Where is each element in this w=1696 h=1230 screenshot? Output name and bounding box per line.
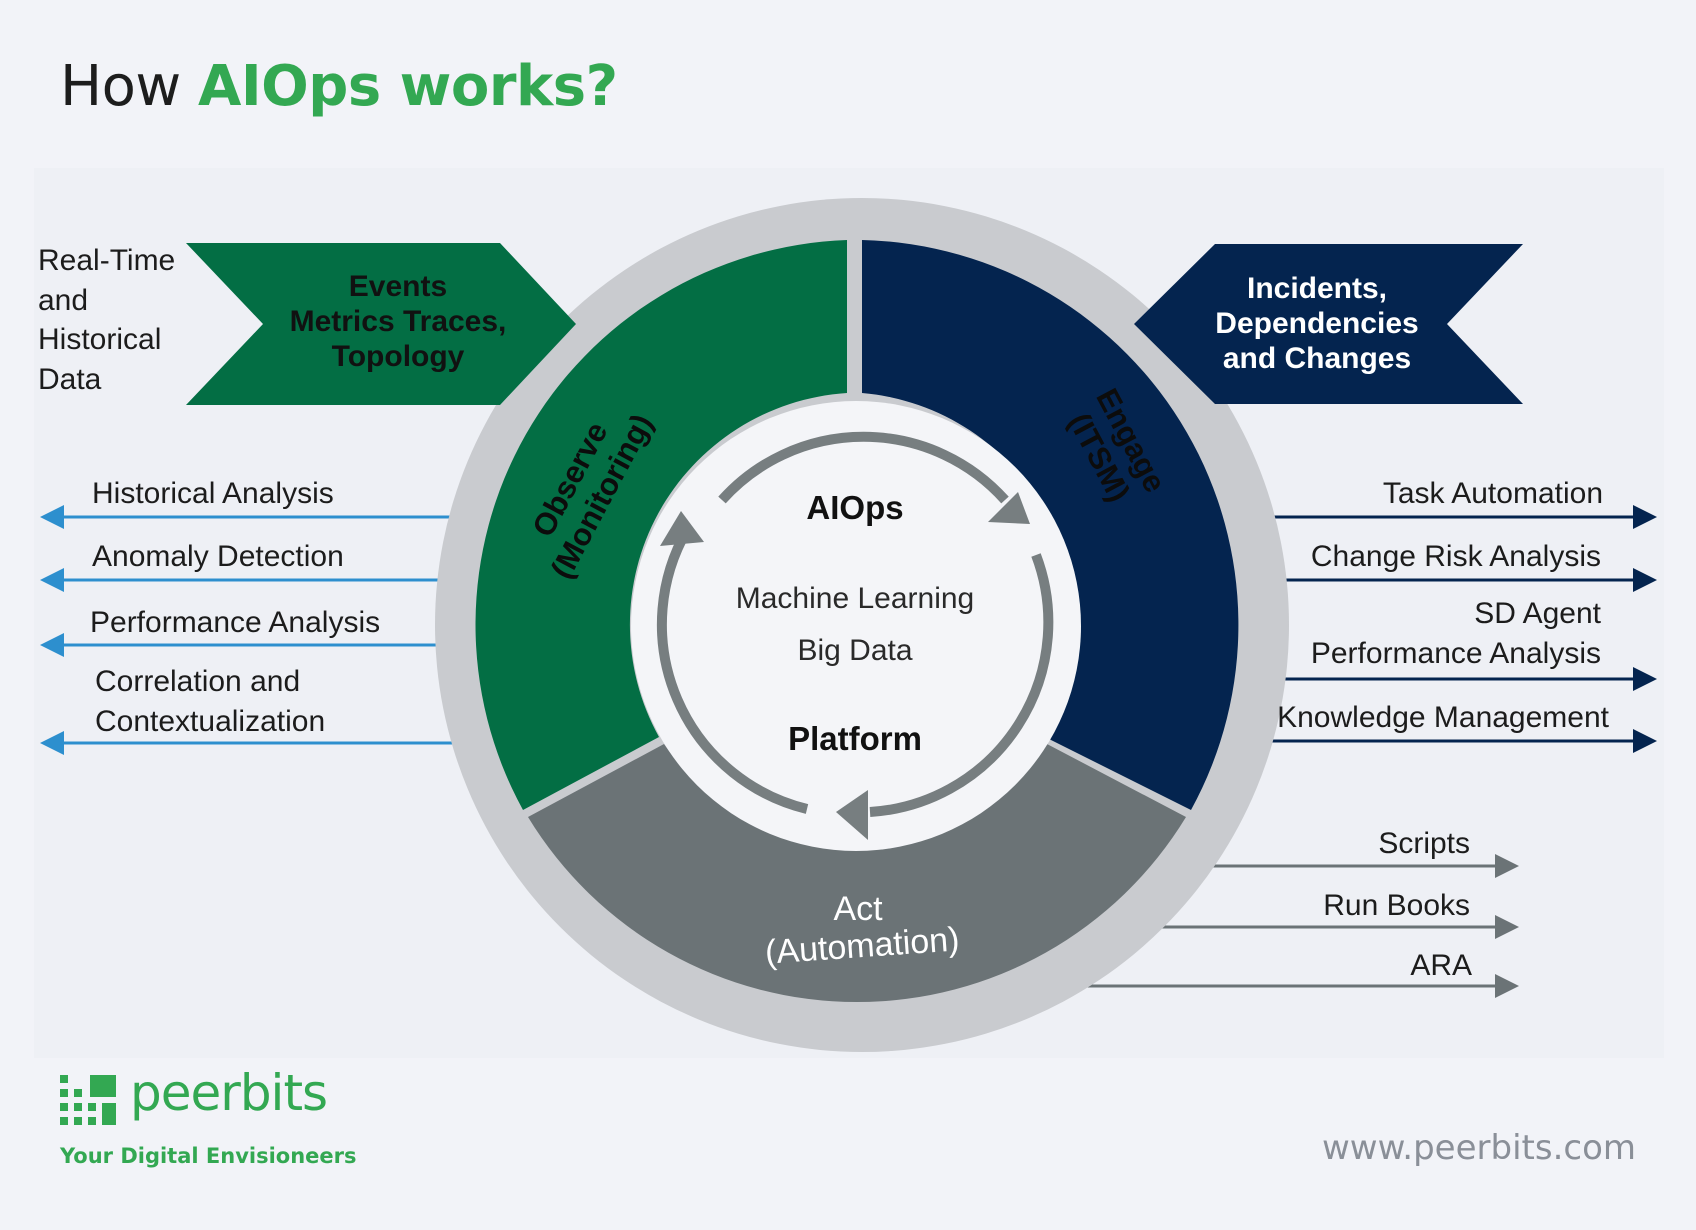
arrowhead-top [988, 492, 1030, 524]
topology-label: Topology [332, 340, 465, 373]
arrowhead-right [836, 790, 868, 840]
output-scripts: Scripts [1378, 827, 1470, 860]
output-sd-agent-line2: Performance Analysis [1311, 637, 1601, 670]
banner-events [186, 243, 576, 405]
output-anomaly-detection: Anomaly Detection [92, 540, 344, 573]
center-disc [631, 401, 1081, 851]
segment-act [528, 744, 1186, 1003]
input-line-1: Real-Time [38, 244, 175, 277]
output-performance-analysis: Performance Analysis [90, 606, 380, 639]
website-url: www.peerbits.com [1321, 1128, 1636, 1168]
output-knowledge-management: Knowledge Management [1277, 701, 1610, 734]
brand-tagline: Your Digital Envisioneers [60, 1144, 357, 1168]
input-line-3: Historical [38, 323, 161, 356]
banner-incidents [1134, 244, 1523, 404]
center-aiops: AIOps [806, 489, 903, 526]
output-correlation-line1: Correlation and [95, 665, 300, 698]
events-label: Events [349, 270, 447, 303]
changes-label: and Changes [1223, 342, 1411, 375]
cycle-arrowheads [660, 492, 1030, 840]
incidents-label: Incidents, [1247, 272, 1387, 305]
right-output-arrows [1215, 505, 1657, 753]
cycle-segments [475, 240, 1239, 1003]
output-ara: ARA [1410, 949, 1472, 982]
dependencies-label: Dependencies [1215, 307, 1418, 340]
output-task-automation: Task Automation [1383, 477, 1603, 510]
act-label: Act [833, 890, 883, 928]
title-plain: How [60, 54, 198, 119]
brand-name: peerbits [130, 1064, 328, 1122]
segment-engage [862, 240, 1239, 810]
peerbits-logo-icon [60, 1075, 116, 1125]
center-machine-learning: Machine Learning [736, 582, 975, 615]
center-platform: Platform [788, 720, 922, 757]
output-sd-agent-line1: SD Agent [1474, 597, 1601, 630]
input-text: Real-Time and Historical Data [38, 244, 175, 396]
output-correlation-line2: Contextualization [95, 705, 325, 738]
center-big-data: Big Data [797, 634, 912, 667]
output-change-risk-analysis: Change Risk Analysis [1311, 540, 1601, 573]
cycle-arrow-left [656, 527, 809, 814]
segment-observe [475, 240, 847, 810]
cycle-arrows [656, 431, 1054, 817]
arrowhead-left [660, 511, 704, 546]
cycle-arrow-right [869, 553, 1054, 817]
output-historical-analysis: Historical Analysis [92, 477, 334, 510]
output-run-books: Run Books [1323, 889, 1470, 922]
left-output-arrows [40, 505, 495, 755]
input-line-2: and [38, 284, 88, 317]
input-line-4: Data [38, 363, 102, 396]
cycle-arrow-top [718, 431, 1009, 504]
page-title: How AIOps works? [60, 54, 618, 119]
metrics-label: Metrics Traces, [290, 305, 507, 338]
title-highlight: AIOps works? [197, 54, 618, 119]
